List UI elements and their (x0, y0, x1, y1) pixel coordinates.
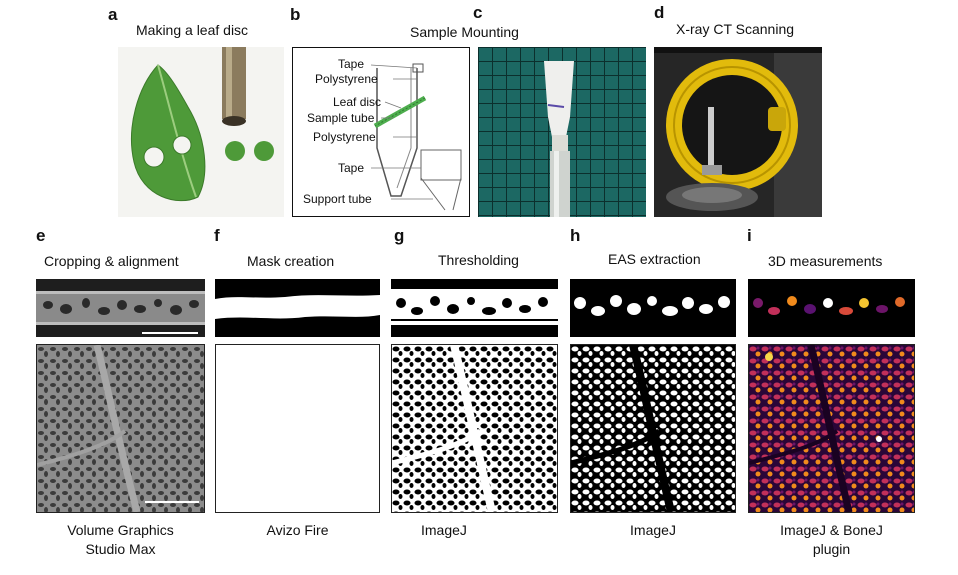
panel-letter-b: b (290, 5, 301, 24)
panel-letter-a: a (108, 5, 118, 24)
panel-letter-i: i (747, 226, 752, 245)
measurement-paradermal-view (748, 344, 915, 513)
caption-i-line2: plugin (812, 541, 851, 557)
eas-cross-section (570, 279, 736, 337)
panel-title-f: Mask creation (247, 253, 335, 269)
panel-title-i: 3D measurements (768, 253, 883, 269)
cropping-paradermal-view (36, 344, 205, 513)
mask-paradermal-view (215, 344, 380, 513)
caption-e-line2: Studio Max (85, 541, 156, 557)
diagram-label-polystyrene-bottom: Polystyrene (313, 130, 376, 144)
threshold-paradermal-view (391, 344, 558, 513)
panel-title-h: EAS extraction (608, 251, 701, 267)
eas-paradermal-view (570, 344, 736, 513)
caption-h: ImageJ (570, 521, 736, 540)
panel-title-a: Making a leaf disc (136, 22, 249, 38)
sample-tube-diagram: Tape Polystyrene Leaf disc Sample tube P… (292, 47, 470, 217)
panel-letter-e: e (36, 226, 46, 245)
caption-e-line1: Volume Graphics (67, 522, 174, 538)
panel-letter-c: c (473, 3, 483, 22)
diagram-label-polystyrene-top: Polystyrene (315, 72, 378, 86)
cropping-cross-section (36, 279, 205, 337)
panel-title-d: X-ray CT Scanning (676, 21, 795, 37)
caption-f-line1: Avizo Fire (266, 522, 329, 538)
caption-g: ImageJ (391, 521, 558, 540)
diagram-label-leaf-disc: Leaf disc (333, 95, 381, 109)
caption-h-line1: ImageJ (630, 522, 676, 538)
panel-title-c: Sample Mounting (410, 24, 519, 40)
panel-letter-d: d (654, 3, 665, 22)
caption-i: ImageJ & BoneJ plugin (748, 521, 915, 559)
panel-title-e: Cropping & alignment (44, 253, 179, 269)
sample-mounting-photo (478, 47, 646, 217)
mask-cross-section (215, 279, 380, 337)
measurement-cross-section (748, 279, 915, 337)
caption-f: Avizo Fire (215, 521, 380, 540)
panel-title-g: Thresholding (438, 252, 519, 268)
caption-g-line1: ImageJ (421, 522, 467, 538)
threshold-cross-section (391, 279, 558, 337)
leaf-disc-photo (118, 47, 284, 217)
panel-letter-g: g (394, 226, 405, 245)
caption-e: Volume Graphics Studio Max (36, 521, 205, 559)
diagram-label-support-tube: Support tube (303, 192, 372, 206)
caption-i-line1: ImageJ & BoneJ (780, 522, 883, 538)
diagram-label-tape-bottom: Tape (338, 161, 364, 175)
diagram-label-tape-top: Tape (338, 57, 364, 71)
panel-letter-f: f (214, 226, 220, 245)
panel-letter-h: h (570, 226, 581, 245)
diagram-label-sample-tube: Sample tube (307, 111, 375, 125)
xray-ct-scanner-photo (654, 47, 822, 217)
